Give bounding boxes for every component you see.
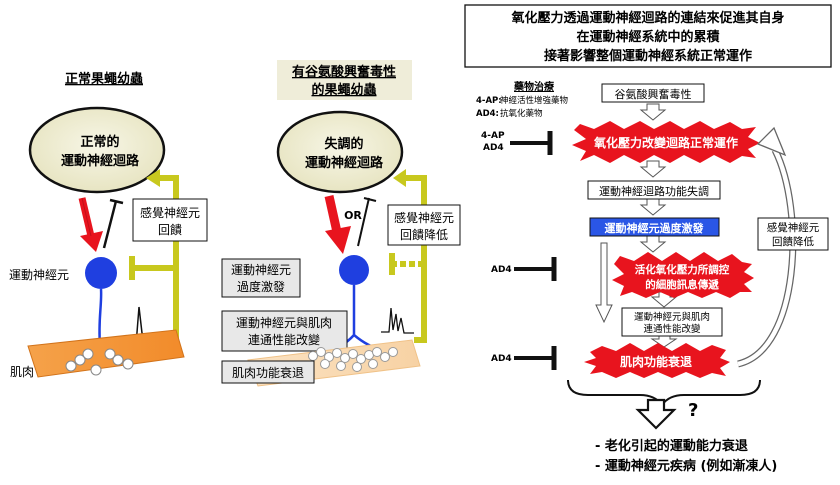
inhibitory-line: [102, 198, 124, 249]
excitatory-arrow: [78, 197, 103, 252]
node-signaling-line2: 的細胞訊息傳遞: [645, 278, 719, 291]
expanded-synaptic-boutons: [308, 347, 398, 372]
drug-2-desc: 抗氧化藥物: [500, 108, 543, 119]
node-muscle-decline-text: 肌肉功能衰退: [619, 354, 692, 369]
panel-normal-title: 正常果蠅幼蟲: [65, 71, 143, 87]
sensory-feedback-line2: 回饋: [158, 222, 182, 237]
hyperexcitation-line2: 過度激發: [237, 279, 285, 294]
connectivity-change-box: [221, 310, 348, 352]
inhibitor-mid: AD4: [491, 257, 557, 281]
node-glutamate-excitotoxicity: [601, 83, 705, 103]
hypothesis-line2: 在運動神經系統中的累積: [576, 29, 720, 45]
outcome-disease: - 運動神經元疾病 (例如漸凍人): [595, 458, 777, 474]
panel-normal: 正常果蠅幼蟲 正常的 運動神經迴路 感覺神經元 回饋 運動神經元: [9, 71, 208, 379]
drug-legend-title: 藥物治療: [513, 80, 554, 93]
panel-excitotoxic-title-line2: 的果蠅幼蟲: [311, 82, 376, 98]
direct-path-arrow: [595, 242, 613, 324]
or-label: OR: [344, 209, 362, 222]
node-hyperexcitation: [589, 217, 720, 237]
dysfunctional-circuit-line2: 運動神經迴路: [305, 155, 384, 171]
connectivity-change-line2: 連通性能改變: [248, 332, 320, 347]
hypothesis-line3: 接著影響整個運動神經系統正常運作: [544, 48, 752, 64]
node-hyperexcitation-text: 運動神經元過度激發: [605, 221, 705, 235]
panel-excitotoxic-title-bg: [277, 60, 412, 100]
node-connectivity-line2: 連通性能改變: [643, 323, 701, 335]
node-connectivity-line1: 運動神經元與肌肉: [634, 311, 710, 323]
panel-excitotoxic-title-line1: 有谷氨酸興奮毒性: [292, 64, 396, 80]
hyperexcitation-box: [221, 258, 301, 298]
reduced-feedback-line2: 回饋降低: [400, 227, 448, 242]
excess-excitation-arrow: [324, 195, 351, 254]
reduced-feedback-line1: 感覺神經元: [394, 210, 454, 225]
outcome-aging: - 老化引起的運動能力衰退: [595, 438, 748, 454]
inhibitor-top: 4-AP AD4: [481, 131, 553, 155]
feedback-label-box: [757, 217, 829, 251]
inhibitor-top-ad4: AD4: [483, 143, 504, 153]
hyperexcited-motor-neuron: [339, 255, 369, 285]
motor-neuron-body: [85, 257, 117, 289]
drug-1-code: 4-AP:: [476, 96, 502, 106]
node-muscle-decline-burst: [584, 343, 730, 378]
feedback-label-line1: 感覺神經元: [767, 221, 820, 234]
node-glutamate-text: 谷氨酸興奮毒性: [615, 87, 692, 101]
node-signaling-burst: [612, 252, 754, 298]
inhibitor-mid-ad4: AD4: [491, 265, 512, 275]
muscle-decline-label: 肌肉功能衰退: [232, 365, 304, 380]
inhibitor-bottom-ad4: AD4: [491, 354, 512, 364]
node-oxidative-stress-text: 氧化壓力改變迴路正常運作: [593, 135, 738, 150]
normal-circuit-line2: 運動神經迴路: [61, 153, 140, 169]
muscle-label: 肌肉: [10, 365, 34, 379]
feedback-label-line2: 回饋降低: [772, 235, 814, 248]
node-signaling-line1: 活化氧化壓力所調控: [635, 263, 730, 276]
motor-neuron-label: 運動神經元: [9, 268, 69, 282]
reduced-feedback-box: [387, 204, 461, 246]
hyperexcitation-line1: 運動神經元: [231, 263, 291, 277]
inhibitor-top-4ap: 4-AP: [481, 131, 505, 141]
hypothesis-line1: 氧化壓力透過運動神經迴路的連結來促進其自身: [510, 10, 784, 26]
panel-flowchart: 氧化壓力透過運動神經迴路的連結來促進其自身 在運動神經系統中的累積 接著影響整個…: [464, 4, 832, 474]
normal-circuit-ellipse: [28, 106, 166, 194]
node-oxidative-stress-burst: [572, 121, 760, 163]
node-circuit-dysfunction: [587, 180, 721, 200]
outcome-arrow: [635, 398, 677, 430]
synaptic-boutons: [65, 348, 134, 376]
node-circuit-dysfunction-text: 運動神經迴路功能失調: [599, 184, 709, 198]
question-mark: ?: [688, 400, 698, 421]
hypothesis-header-box: [464, 4, 832, 68]
reduced-feedback-pathway: [389, 169, 427, 343]
connectivity-change-line1: 運動神經元與肌肉: [236, 316, 332, 330]
dysfunctional-circuit-line1: 失調的: [324, 136, 363, 152]
sensory-feedback-box: [132, 198, 208, 242]
dysfunctional-circuit-ellipse: [276, 110, 404, 194]
muscle-decline-box: [221, 360, 315, 384]
drug-2-code: AD4:: [476, 109, 499, 119]
muscle-tissue: [27, 329, 185, 378]
panel-excitotoxic: 有谷氨酸興奮毒性 的果蠅幼蟲 失調的 運動神經迴路 OR 感覺神經元 回饋降低: [221, 60, 461, 387]
drug-1-desc: 神經活性增強藥物: [500, 95, 569, 106]
feedback-loop-arrowhead: [756, 126, 787, 157]
normal-circuit-line1: 正常的: [80, 134, 119, 150]
inhibitory-line-dashed: [357, 197, 377, 247]
sensory-feedback-line1: 感覺神經元: [140, 205, 200, 220]
node-connectivity-change: [621, 307, 723, 337]
burst-action-potential-trace: [381, 307, 414, 334]
inhibitor-bottom: AD4: [491, 346, 557, 370]
